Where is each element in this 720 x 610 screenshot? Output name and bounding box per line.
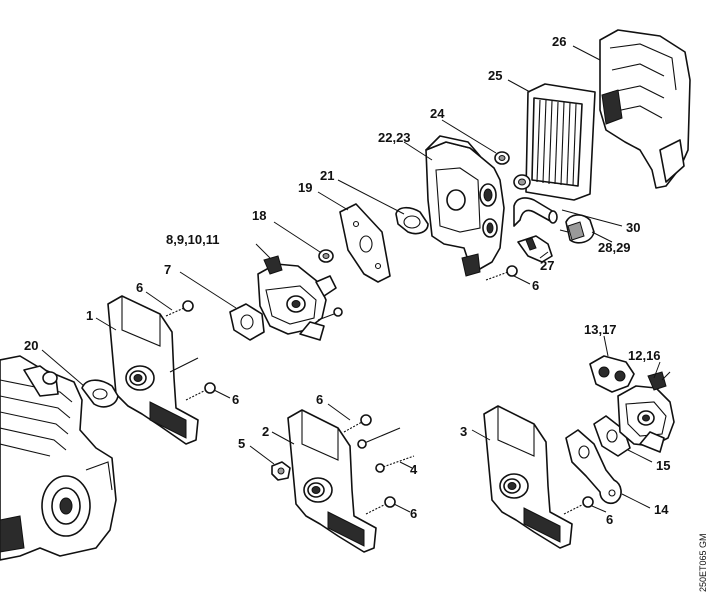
leader-7 xyxy=(179,271,237,309)
leader-20 xyxy=(41,349,85,387)
callout-5: 5 xyxy=(238,436,245,451)
part-24-nut[interactable] xyxy=(494,151,510,165)
part-22-23-filter-base[interactable] xyxy=(425,135,505,277)
callout-6f: 6 xyxy=(606,512,613,527)
leader-18 xyxy=(273,221,321,253)
leader-6d xyxy=(327,403,351,421)
callout-6d: 6 xyxy=(316,392,323,407)
part-18-nut[interactable] xyxy=(318,249,334,263)
leader-13-17 xyxy=(603,335,609,357)
part-21-gasket[interactable] xyxy=(395,206,429,235)
leader-6b xyxy=(145,291,173,311)
callout-6b: 6 xyxy=(136,280,143,295)
part-6-screw-c[interactable] xyxy=(185,382,216,401)
part-15-gasket[interactable] xyxy=(593,415,631,457)
leader-12-16 xyxy=(653,361,661,379)
leader-27 xyxy=(539,251,549,259)
callout-21: 21 xyxy=(320,168,334,183)
callout-13-17: 13,17 xyxy=(584,322,617,337)
part-12-16-carburetor[interactable] xyxy=(617,371,675,453)
leader-6a xyxy=(513,275,531,285)
callout-4: 4 xyxy=(410,462,418,477)
leader-26 xyxy=(572,45,601,61)
part-8-11-carburetor[interactable] xyxy=(257,255,343,341)
drawing-code: 250ET065 GM xyxy=(698,533,708,592)
callout-1: 1 xyxy=(86,308,93,323)
callout-8-11: 8,9,10,11 xyxy=(166,232,220,247)
part-1-heat-shield[interactable] xyxy=(107,295,199,445)
callout-14: 14 xyxy=(654,502,669,517)
part-26-filter-cover[interactable] xyxy=(599,29,691,189)
part-6-screw-a[interactable] xyxy=(485,265,518,281)
part-stud-bolt[interactable] xyxy=(357,427,401,449)
callout-19: 19 xyxy=(298,180,312,195)
callout-6e: 6 xyxy=(410,506,417,521)
part-4-stud[interactable] xyxy=(375,455,415,473)
leader-4 xyxy=(399,461,413,469)
leader-22-23 xyxy=(403,141,433,161)
part-28-29-primer-bulb[interactable] xyxy=(559,214,595,244)
leader-24 xyxy=(441,119,497,154)
part-30-fuel-hose[interactable] xyxy=(513,197,558,227)
leader-21 xyxy=(337,179,405,215)
part-14-gasket[interactable] xyxy=(565,429,622,505)
callout-26: 26 xyxy=(552,34,566,49)
part-13-17-intake-flange[interactable] xyxy=(589,355,635,393)
leader-3 xyxy=(471,429,491,441)
leader-19 xyxy=(317,191,349,211)
leader-2 xyxy=(271,431,295,445)
leader-25 xyxy=(507,79,531,93)
callout-20: 20 xyxy=(24,338,38,353)
leader-6f xyxy=(591,505,607,513)
callout-27: 27 xyxy=(540,258,554,273)
engine-block xyxy=(0,355,117,561)
leader-14 xyxy=(621,493,651,509)
part-filter-nut[interactable] xyxy=(513,174,531,190)
callout-15: 15 xyxy=(656,458,670,473)
callout-18: 18 xyxy=(252,208,266,223)
part-6-screw-d[interactable] xyxy=(343,414,372,433)
leader-1 xyxy=(95,317,117,331)
part-7-gasket[interactable] xyxy=(229,303,265,341)
part-6-screw-e[interactable] xyxy=(365,496,396,515)
leader-6c xyxy=(213,389,231,399)
part-6-screw-f[interactable] xyxy=(563,496,594,515)
part-5-nut[interactable] xyxy=(271,461,291,481)
leader-6e xyxy=(393,503,411,513)
callout-30: 30 xyxy=(626,220,640,235)
leader-28-29 xyxy=(591,231,613,243)
callout-25: 25 xyxy=(488,68,502,83)
part-3-heat-shield[interactable] xyxy=(483,405,573,549)
leader-8-11 xyxy=(255,243,271,259)
part-2-heat-shield[interactable] xyxy=(287,409,377,553)
callout-2: 2 xyxy=(262,424,269,439)
leader-5 xyxy=(249,445,275,465)
part-25-air-filter[interactable] xyxy=(525,83,596,201)
callout-6a: 6 xyxy=(532,278,539,293)
callout-28-29: 28,29 xyxy=(598,240,631,255)
callout-7: 7 xyxy=(164,262,171,277)
callout-6c: 6 xyxy=(232,392,239,407)
callout-3: 3 xyxy=(460,424,467,439)
callout-22-23: 22,23 xyxy=(378,130,411,145)
part-6-screw-b[interactable] xyxy=(165,300,194,317)
part-19-spacer-plate[interactable] xyxy=(339,203,391,283)
callout-24: 24 xyxy=(430,106,445,121)
callout-12-16: 12,16 xyxy=(628,348,661,363)
leader-15 xyxy=(627,449,653,463)
leader-30 xyxy=(561,209,623,227)
part-20-clip[interactable] xyxy=(81,379,119,408)
